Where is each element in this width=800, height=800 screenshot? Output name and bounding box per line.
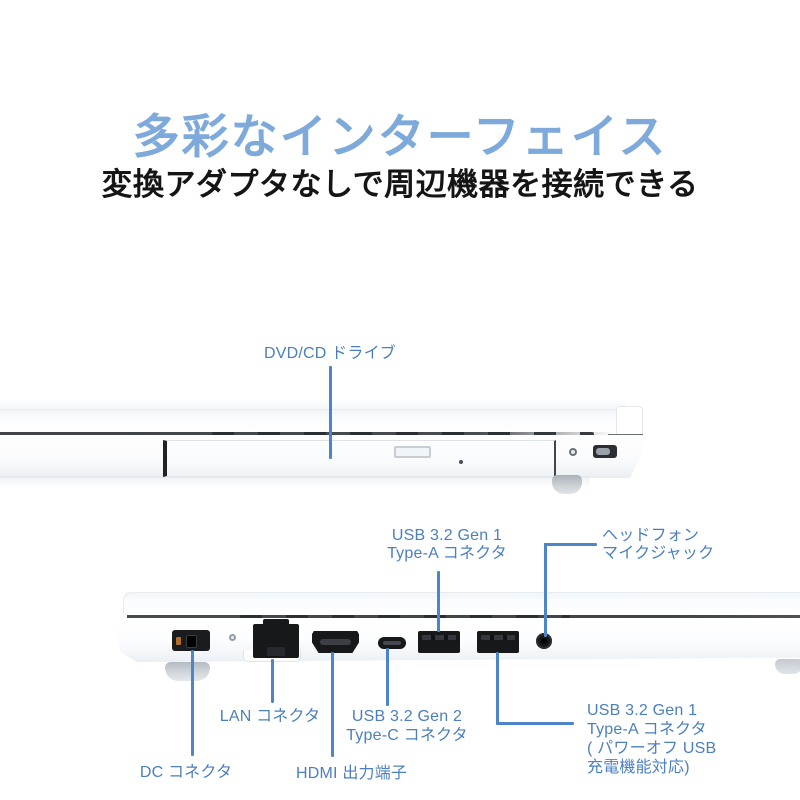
hdmi-callout-line (331, 652, 334, 757)
usb-a-rear-label: USB 3.2 Gen 1 Type-A コネクタ ( パワーオフ USB 充電… (587, 701, 716, 777)
laptop2-rubber-foot-left (165, 662, 210, 681)
dvd-drive-label: DVD/CD ドライブ (264, 345, 396, 362)
laptop1-body-shadow (0, 476, 590, 488)
usb-a-rear-callout-line-v (496, 652, 499, 725)
lan-callout-line (271, 659, 274, 703)
dc-label: DC コネクタ (139, 764, 233, 781)
laptop2-lid (123, 592, 800, 616)
label-line: 充電機能対応) (587, 759, 690, 776)
dvd-callout-line (329, 366, 332, 459)
dvd-eject-button (394, 446, 431, 458)
dc-callout-line (191, 650, 194, 756)
laptop1-vent-dashes (212, 432, 594, 436)
label-line: USB 3.2 Gen 1 (391, 527, 503, 544)
page-title: 多彩なインターフェイス (132, 110, 668, 163)
lan-port (253, 619, 299, 658)
label-line: USB 3.2 Gen 1 (587, 702, 698, 719)
headphone-callout-line-v (544, 543, 547, 637)
label-line: Type-C コネクタ (346, 727, 468, 744)
lan-label: LAN コネクタ (219, 708, 321, 725)
usb-c-label: USB 3.2 Gen 2 Type-C コネクタ (327, 707, 487, 745)
laptop1-lid-top-face (0, 399, 626, 411)
side-pin-hole (229, 634, 236, 641)
headphone-mic-jack (536, 633, 552, 649)
usb-a-front-label: USB 3.2 Gen 1 Type-A コネクタ (357, 527, 537, 563)
hdmi-label: HDMI 出力端子 (296, 765, 408, 782)
usb-a-front-callout-line (437, 571, 440, 632)
laptop1-hinge-block (616, 406, 643, 434)
side-screw-hole (569, 448, 577, 456)
label-line: USB 3.2 Gen 2 (351, 708, 463, 725)
security-lock-slot (593, 445, 617, 458)
laptop1-lid (0, 409, 620, 434)
laptop2-rubber-foot-right (775, 659, 800, 674)
page-subtitle: 変換アダプタなしで周辺機器を接続できる (101, 167, 699, 202)
usb-c-callout-line (386, 648, 389, 706)
label-line: マイクジャック (602, 545, 715, 562)
label-line: ( パワーオフ USB (587, 740, 717, 757)
label-line: Type-A コネクタ (387, 545, 507, 562)
laptop2-vent-dashes (240, 615, 570, 619)
headphone-mic-label: ヘッドフォン マイクジャック (602, 527, 714, 563)
headphone-callout-line-h (544, 543, 597, 546)
label-line: Type-A コネクタ (587, 721, 707, 738)
usb-type-a-port-rear (477, 631, 519, 653)
dvd-drive-tray (163, 440, 556, 477)
hdmi-port (312, 631, 359, 653)
dc-power-port (172, 630, 210, 651)
usb-type-a-port-front (418, 631, 460, 653)
dvd-emergency-eject-hole (459, 460, 463, 464)
usb-type-c-port (378, 637, 406, 649)
label-line: ヘッドフォン (602, 527, 700, 544)
laptop1-rubber-foot (552, 475, 582, 494)
usb-a-rear-callout-line-h (496, 722, 574, 725)
